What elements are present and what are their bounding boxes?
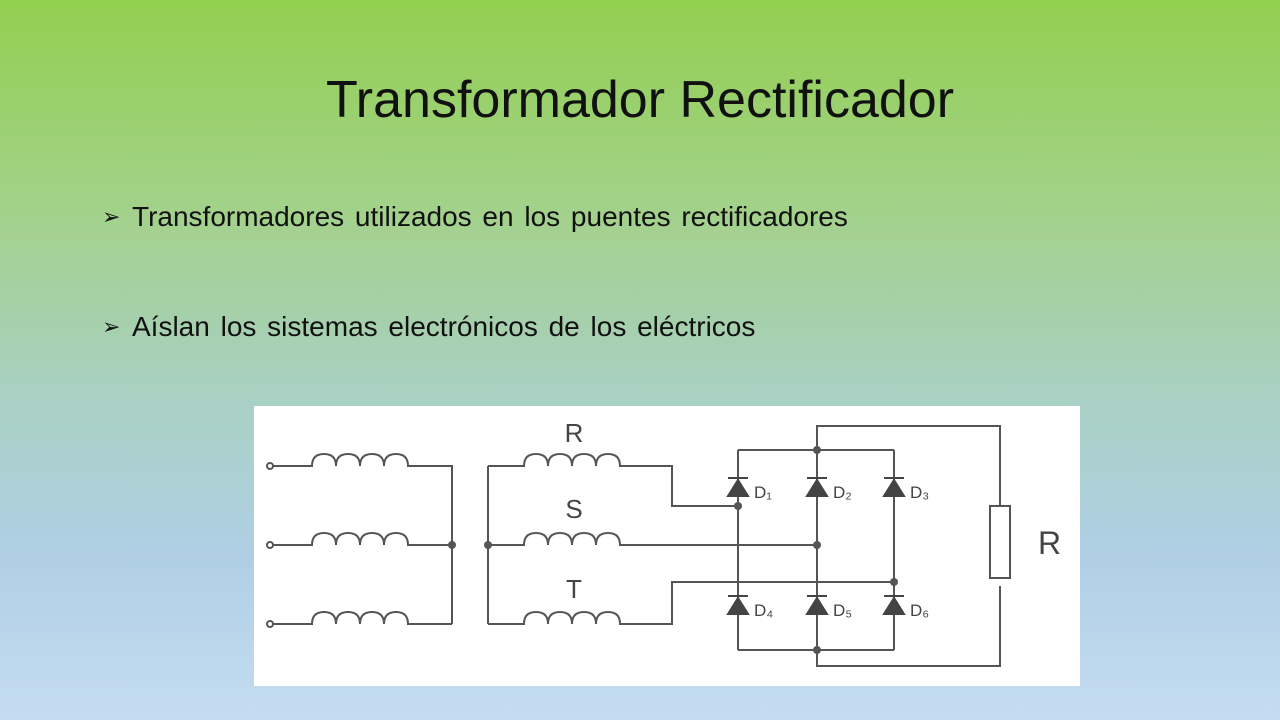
terminal-1 [266,462,274,470]
diode-label-d3: D₃ [910,483,929,502]
diode-d2 [805,477,829,497]
diode-label-d2: D₂ [833,483,852,502]
bullet-list: ➢ Transformadores utilizados en los puen… [102,192,848,412]
primary-winding-3 [273,610,452,625]
rectifier-circuit-diagram: R S T D₁ D₂ D₃ D₄ D₅ D₆ R [254,406,1080,686]
terminal-3 [266,620,274,628]
bullet-text: Transformadores utilizados en los puente… [132,201,848,232]
bullet-text: Aíslan los sistemas electrónicos de los … [132,311,756,342]
bullet-item: ➢ Aíslan los sistemas electrónicos de lo… [102,302,848,352]
wires [266,425,1011,667]
load-resistor [989,505,1011,579]
slide-title: Transformador Rectificador [325,71,955,129]
diode-label-d6: D₆ [910,601,929,620]
junction-dots [448,446,898,654]
diode-d6 [882,595,906,615]
bullet-item: ➢ Transformadores utilizados en los puen… [102,192,848,242]
arrow-bullet-icon: ➢ [102,204,121,229]
arrow-bullet-icon: ➢ [102,314,121,339]
secondary-winding-t [488,581,894,625]
diode-d5 [805,595,829,615]
load-label: R [1038,525,1061,561]
load-wires [816,425,1001,667]
phase-label-r: R [565,418,584,448]
phase-label-s: S [565,494,582,524]
diode-label-d1: D₁ [754,483,772,502]
diode-label-d5: D₅ [833,601,852,620]
diode-d1 [726,477,750,497]
secondary-winding-s [488,531,817,546]
phase-label-t: T [566,574,582,604]
circuit-svg: R S T D₁ D₂ D₃ D₄ D₅ D₆ R [266,418,1061,667]
diode-d3 [882,477,906,497]
diode-label-d4: D₄ [754,601,773,620]
primary-winding-1 [273,452,453,624]
diode-d4 [726,595,750,615]
secondary-winding-r [488,452,738,507]
terminal-2 [266,541,274,549]
diodes [726,477,906,615]
primary-winding-2 [273,531,452,546]
